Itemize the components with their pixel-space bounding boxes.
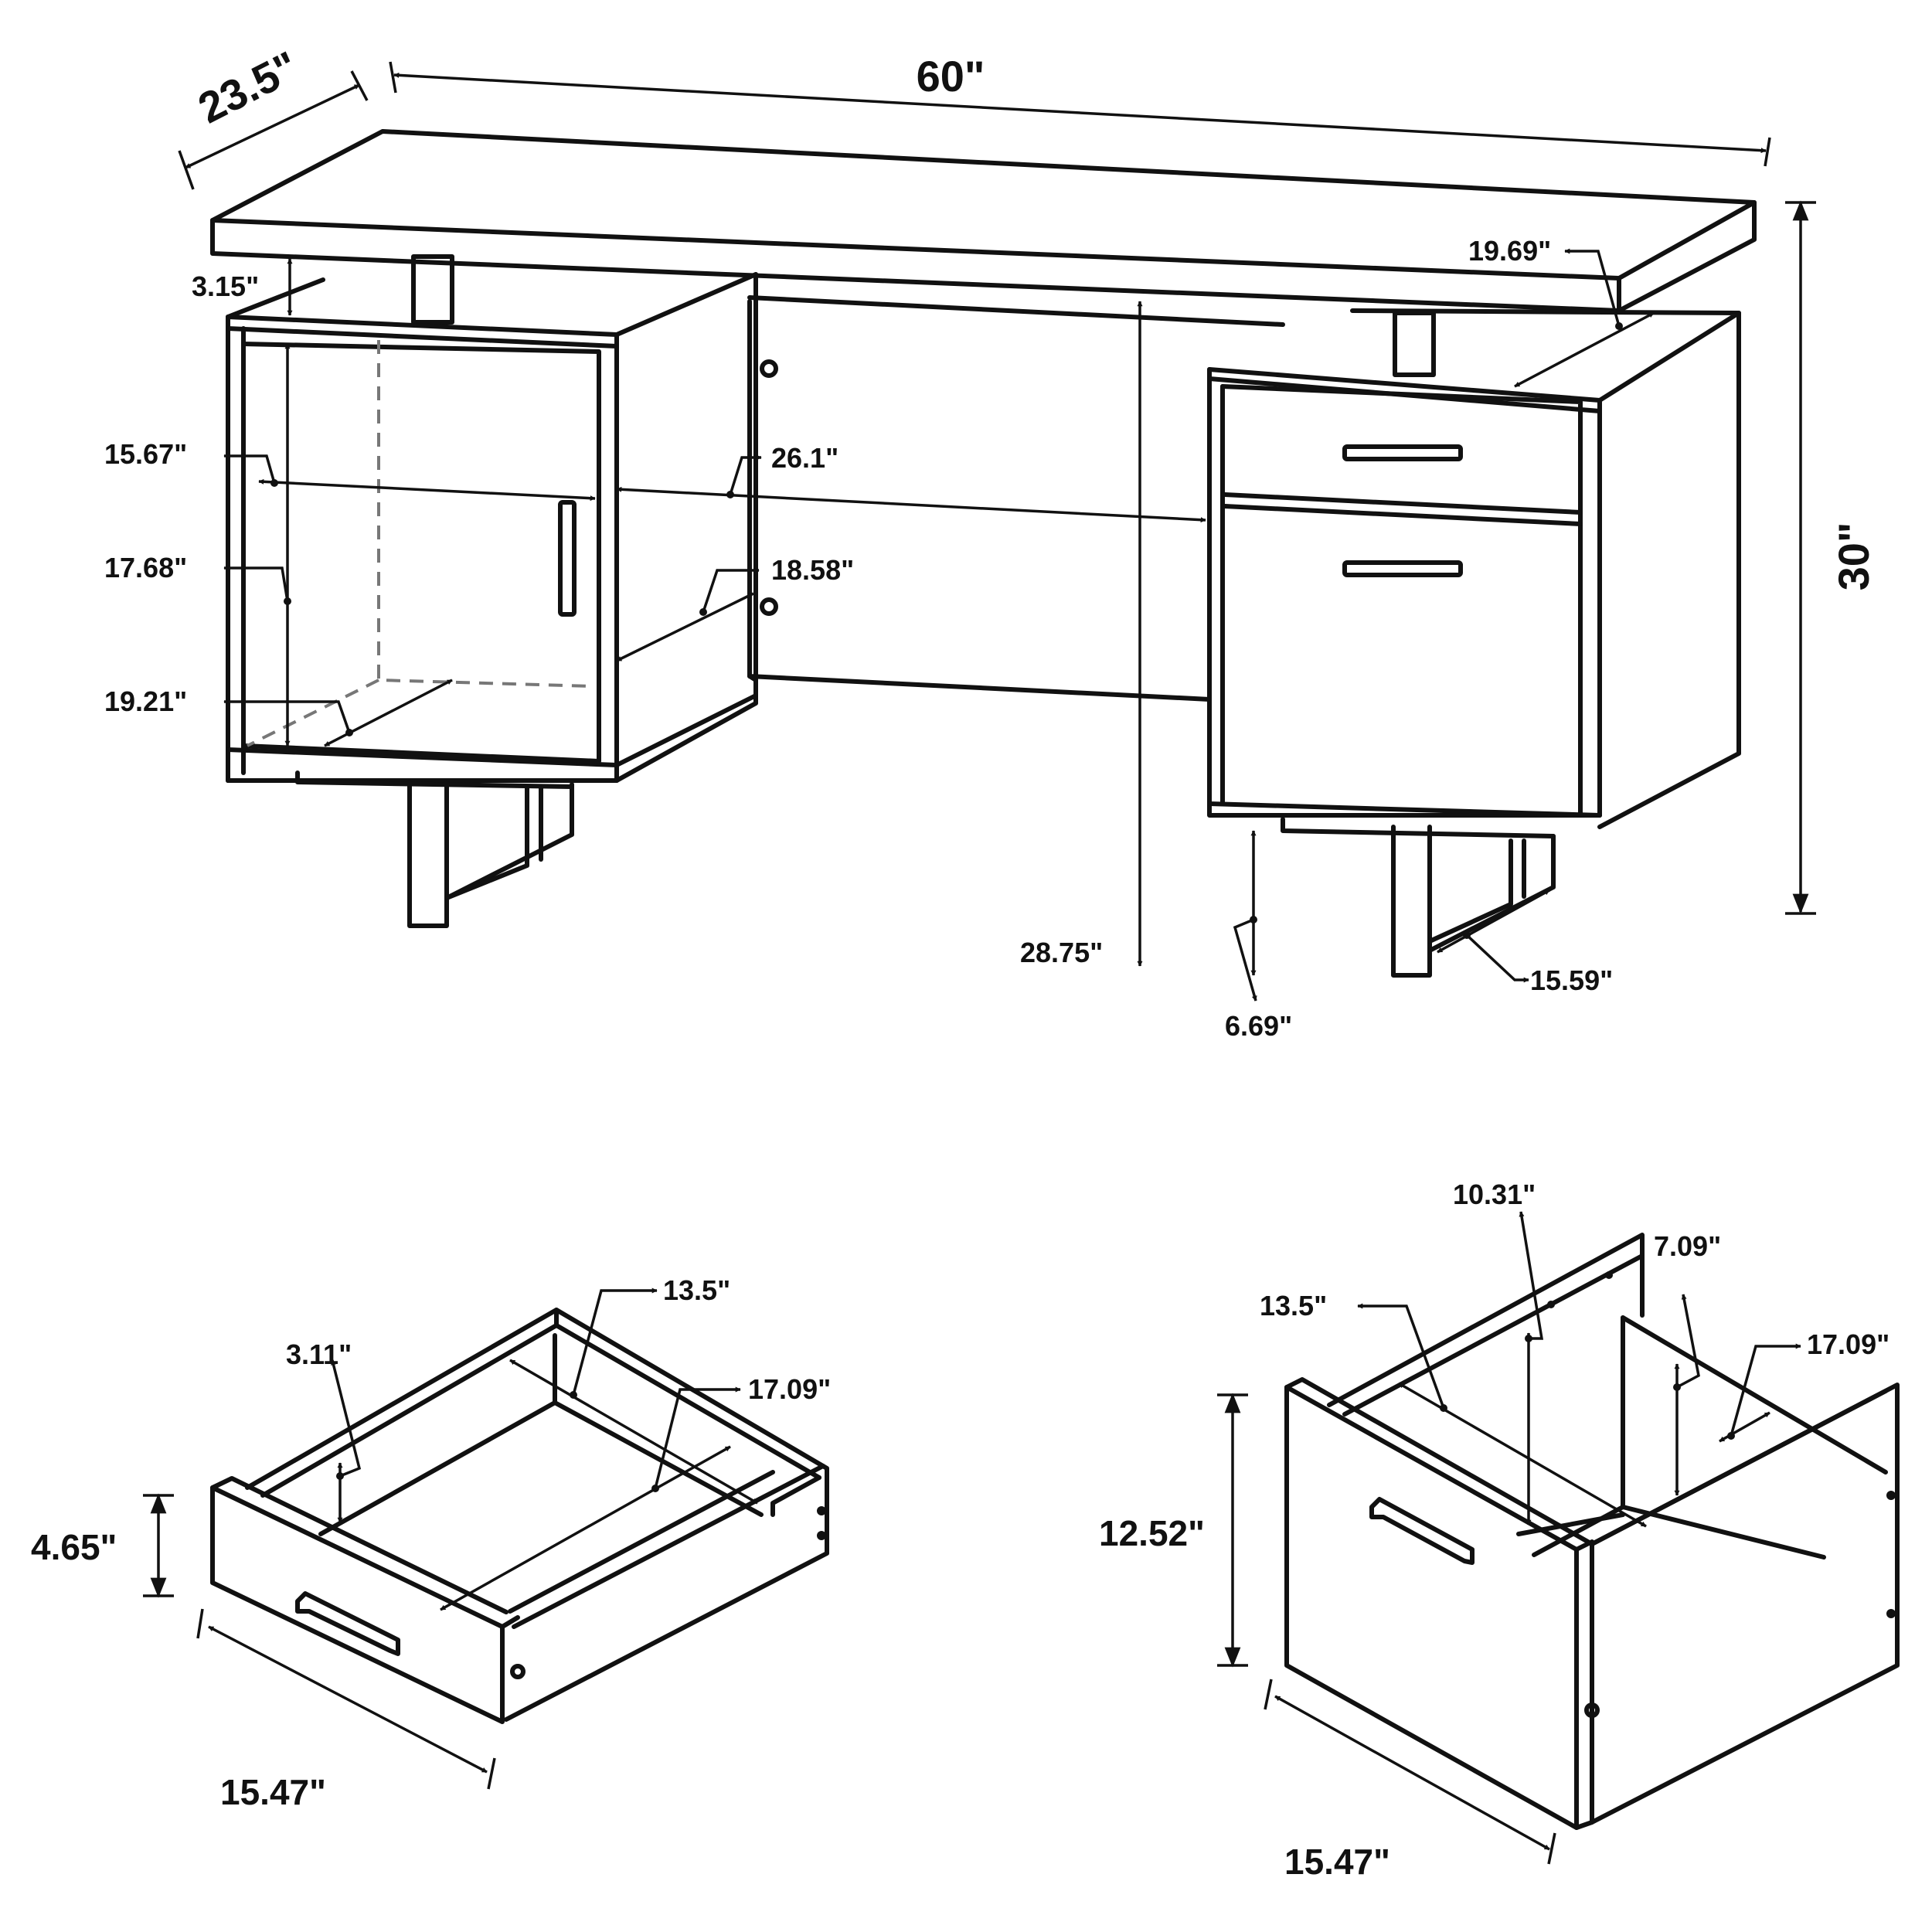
small-drawer-handle (295, 1591, 400, 1656)
desk-dimensions (178, 61, 1816, 1002)
label-right-cabinet-depth: 19.69" (1468, 235, 1551, 267)
file-drawer-labels: 12.52" 10.31" 7.09" 13.5" 17.09" 15.47" (1099, 1179, 1889, 1882)
support-post-right (1393, 311, 1436, 377)
label-desk-height: 30" (1829, 522, 1878, 591)
label-small-drawer-inner-depth: 17.09" (748, 1373, 831, 1405)
modesty-panel-hole-bottom (760, 597, 778, 616)
label-file-drawer-height: 12.52" (1099, 1513, 1205, 1553)
label-small-drawer-height: 4.65" (31, 1527, 117, 1567)
desk-dimension-labels: 60" 23.5" 30" 3.15" 19.69" 15.67" 17.68"… (104, 42, 1878, 1042)
left-door-handle (558, 500, 577, 617)
label-small-drawer-inner-height: 3.11" (286, 1338, 352, 1370)
label-file-drawer-inner-depth: 17.09" (1807, 1328, 1889, 1360)
small-drawer-front (210, 1485, 505, 1724)
label-left-cabinet-depth: 19.21" (104, 685, 187, 717)
small-drawer-dimensions (143, 1287, 758, 1790)
label-top-gap: 3.15" (192, 270, 259, 302)
file-drawer-dimensions (1217, 1211, 1801, 1865)
file-drawer-handle (1342, 560, 1463, 577)
right-cabinet (1207, 308, 1741, 829)
label-file-drawer-front-width: 15.47" (1284, 1842, 1390, 1882)
label-small-drawer-inner-width: 13.5" (663, 1274, 730, 1306)
desk-drawing: 60" 23.5" 30" 3.15" 19.69" 15.67" 17.68"… (104, 42, 1878, 1042)
label-file-drawer-side-height: 7.09" (1654, 1230, 1721, 1262)
label-leg-height: 6.69" (1225, 1010, 1292, 1042)
file-drawer-handle (1369, 1497, 1475, 1565)
right-leg-frame (1281, 817, 1556, 978)
modesty-panel-hole-top (760, 359, 778, 378)
small-drawer-drawing: 4.65" 3.11" 13.5" 17.09" 15.47" (31, 1274, 831, 1812)
small-drawer-labels: 4.65" 3.11" 13.5" 17.09" 15.47" (31, 1274, 831, 1812)
label-left-cabinet-height: 17.68" (104, 552, 187, 583)
top-drawer-handle (1342, 444, 1463, 461)
modesty-panel (747, 295, 1285, 702)
label-leg-width: 15.59" (1530, 964, 1613, 996)
label-knee-height: 28.75" (1020, 937, 1103, 968)
label-desk-width: 60" (917, 52, 985, 100)
label-file-drawer-inner-width: 13.5" (1260, 1290, 1327, 1321)
label-left-cabinet-width: 15.67" (104, 438, 187, 470)
desktop-slab (210, 129, 1757, 313)
label-small-drawer-front-width: 15.47" (220, 1772, 326, 1812)
label-knee-width: 26.1" (771, 442, 838, 474)
left-leg-frame (295, 770, 574, 928)
label-cabinet-depth: 18.58" (771, 554, 854, 586)
support-post-left (411, 254, 454, 325)
left-cabinet (226, 272, 758, 783)
label-file-drawer-inner-height: 10.31" (1453, 1179, 1536, 1210)
file-drawer-drawing: 12.52" 10.31" 7.09" 13.5" 17.09" 15.47" (1099, 1179, 1900, 1882)
